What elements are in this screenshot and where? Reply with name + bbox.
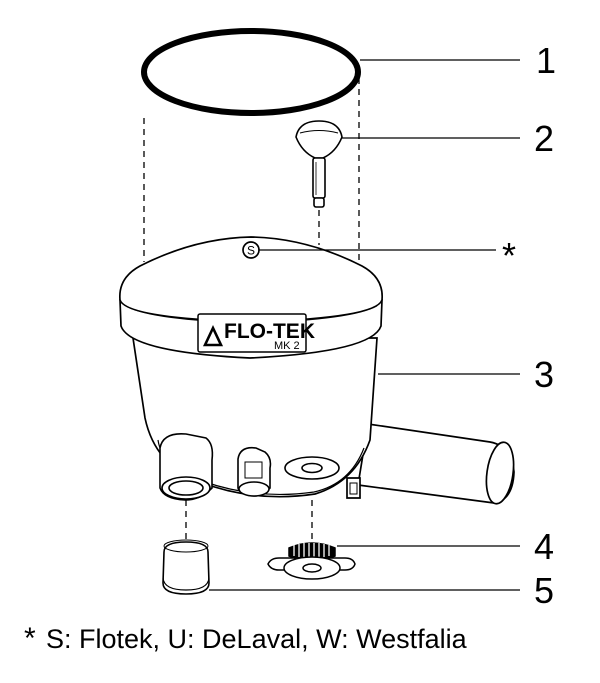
port-middle-small	[237, 446, 272, 497]
callout-star: *	[502, 235, 516, 276]
brand-label-plate: FLO-TEK MK 2	[197, 313, 315, 353]
callout-4: 4	[534, 526, 554, 567]
part-1-gasket-ring	[141, 28, 361, 116]
leader-lines	[209, 59, 520, 591]
callout-2: 2	[534, 118, 554, 159]
outlet-tube	[357, 423, 515, 505]
footnote-star: *	[24, 622, 36, 655]
brand-name: FLO-TEK	[224, 320, 315, 343]
brand-model: MK 2	[274, 340, 300, 352]
callout-3: 3	[534, 354, 554, 395]
footnote-text: S: Flotek, U: DeLaval, W: Westfalia	[46, 624, 468, 654]
outlet-clip	[346, 477, 361, 499]
marking-symbol: S	[247, 244, 255, 258]
callout-1: 1	[536, 40, 556, 81]
part-4-nut	[267, 542, 356, 580]
part-5-plug	[162, 539, 210, 595]
bowl-bottom-ports	[159, 432, 340, 501]
callout-5: 5	[534, 570, 554, 611]
part-2-air-valve	[295, 120, 343, 208]
port-left-large	[159, 432, 214, 501]
brand-logo-triangle	[202, 324, 224, 347]
port-right-seat	[284, 456, 340, 480]
